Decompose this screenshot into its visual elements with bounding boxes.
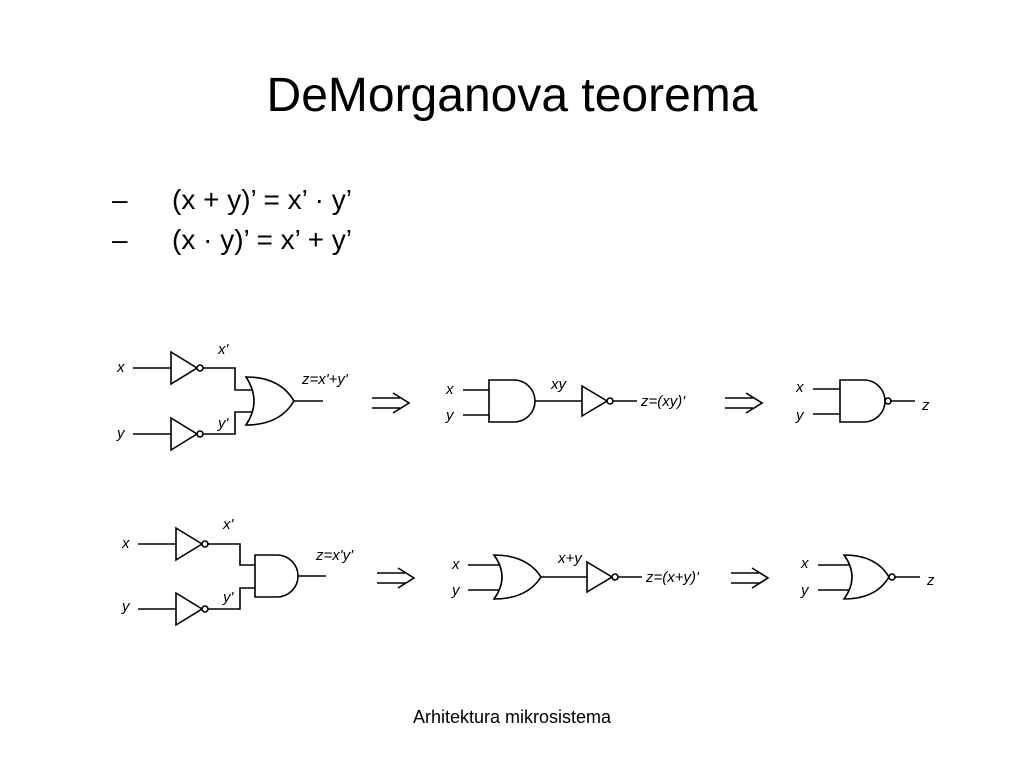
input-y-label: y — [445, 407, 455, 424]
input-y-label: y — [116, 425, 126, 442]
input-y-label: y — [795, 407, 805, 424]
theorem-formula-1: (x + y)’ = x’ · y’ — [172, 184, 352, 215]
theorem-formula-2: (x · y)’ = x’ + y’ — [172, 224, 352, 255]
input-y-label: y — [121, 598, 131, 615]
not-gate-y — [175, 591, 204, 627]
wire — [203, 411, 252, 435]
not-gate-x — [175, 526, 204, 562]
theorem-list: – (x + y)’ = x’ · y’ – (x · y)’ = x’ + y’ — [112, 180, 352, 260]
nor-gate — [842, 554, 890, 600]
wire — [208, 543, 255, 566]
row1-step1-circuit: x y x' y' z=x'+y' — [116, 341, 349, 452]
inversion-bubble — [201, 605, 209, 613]
output-label: z=x'y' — [315, 547, 354, 564]
not-y-label: y' — [217, 415, 230, 432]
equivalence-arrow — [731, 567, 770, 589]
output-label: z=(xy)' — [640, 393, 686, 410]
nand-gate — [839, 379, 886, 423]
not-gate — [581, 384, 609, 418]
theorem-1: – (x + y)’ = x’ · y’ — [112, 180, 352, 220]
input-x-label: x — [116, 359, 125, 376]
input-x-label: x — [795, 379, 804, 396]
slide-title: DeMorganova teorema — [266, 69, 758, 122]
row1-step2-circuit: x y xy z=(xy)' — [445, 376, 686, 424]
and-gate — [488, 379, 536, 423]
equivalence-arrow — [377, 567, 416, 589]
equivalence-arrow — [725, 392, 764, 414]
theorem-2: – (x · y)’ = x’ + y’ — [112, 220, 352, 260]
bullet-dash: – — [112, 224, 128, 255]
output-label: z=x'+y' — [301, 371, 349, 388]
row1-step3-circuit: x y z — [795, 379, 930, 424]
not-gate-y — [170, 416, 199, 452]
input-y-label: y — [800, 582, 810, 599]
input-y-label: y — [451, 582, 461, 599]
row2-step1-circuit: x y x' y' z=x'y' — [121, 516, 354, 627]
equivalence-arrow — [372, 392, 411, 414]
input-x-label: x — [445, 381, 454, 398]
inversion-bubble — [196, 430, 204, 438]
input-x-label: x — [800, 555, 809, 572]
output-label: z — [921, 397, 930, 414]
and-gate — [254, 554, 299, 598]
output-label: z=(x+y)' — [645, 569, 700, 586]
wire — [468, 564, 502, 591]
intermediate-label: x+y — [557, 550, 583, 567]
wire — [208, 587, 255, 610]
or-gate — [492, 554, 542, 600]
row2-step3-circuit: x y z — [800, 554, 935, 600]
inversion-bubble — [884, 397, 892, 405]
wire — [463, 389, 489, 416]
wire — [813, 388, 840, 415]
row2-step2-circuit: x y x+y z=(x+y)' — [451, 550, 700, 600]
not-x-label: x' — [222, 516, 235, 533]
slide-footer: Arhitektura mikrosistema — [412, 707, 612, 727]
input-x-label: x — [451, 556, 460, 573]
inversion-bubble — [196, 364, 204, 372]
not-x-label: x' — [217, 341, 230, 358]
not-y-label: y' — [222, 589, 235, 606]
inversion-bubble — [606, 397, 614, 405]
input-x-label: x — [121, 535, 130, 552]
intermediate-label: xy — [550, 376, 568, 393]
wire — [818, 564, 852, 591]
inversion-bubble — [888, 573, 896, 581]
inversion-bubble — [201, 540, 209, 548]
wire — [203, 367, 252, 391]
or-gate — [244, 376, 295, 426]
bullet-dash: – — [112, 184, 128, 215]
inversion-bubble — [611, 573, 619, 581]
output-label: z — [926, 572, 935, 589]
not-gate — [586, 560, 614, 594]
not-gate-x — [170, 350, 199, 386]
